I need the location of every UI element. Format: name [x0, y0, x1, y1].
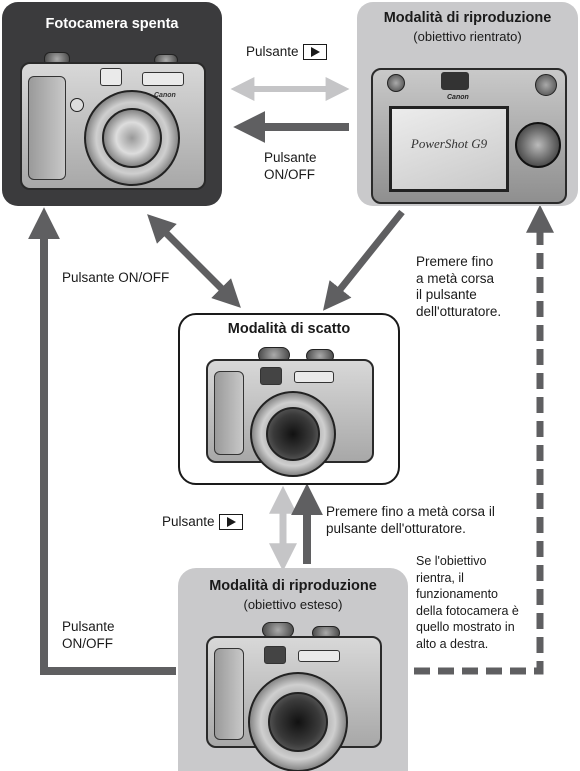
- lcd-model-name: PowerShot G9: [410, 136, 488, 152]
- camera-brand-logo: Canon: [154, 92, 176, 99]
- control-dial-icon: [515, 122, 561, 168]
- camera-grip: [214, 648, 244, 740]
- label-note-line3: funzionamento: [416, 587, 499, 601]
- label-premere-mid: Premere fino a metà corsa il pulsante de…: [326, 504, 495, 537]
- label-note-line5: quello mostrato in: [416, 620, 515, 634]
- playback-retracted-subtitle: (obiettivo rientrato): [413, 29, 522, 44]
- label-pulsante-onoff-bottom: Pulsante ON/OFF: [62, 619, 115, 652]
- camera-flash: [142, 72, 184, 86]
- camera-flash: [294, 371, 334, 383]
- zoom-lever-icon: [535, 74, 557, 96]
- play-button-icon: [302, 44, 327, 61]
- label-pulsante-play-top: Pulsante: [246, 44, 327, 61]
- label-pulsante-onoff-bottom-line1: Pulsante: [62, 619, 115, 634]
- label-premere-right-line1: Premere fino: [416, 254, 494, 269]
- play-button-icon: [218, 514, 243, 531]
- playback-retracted-box: Modalità di riproduzione (obiettivo rien…: [357, 2, 578, 206]
- label-pulsante-onoff-left: Pulsante ON/OFF: [62, 270, 170, 285]
- label-pulsante-onoff-top-line2: ON/OFF: [264, 166, 315, 182]
- camera-grip: [28, 76, 66, 180]
- camera-lcd-screen: PowerShot G9: [389, 106, 509, 192]
- camera-back-dial-left: [387, 74, 405, 92]
- camera-viewfinder: [260, 367, 282, 385]
- camera-back-viewfinder: [441, 72, 469, 90]
- label-premere-right-line4: dell'otturatore.: [416, 303, 502, 319]
- camera-viewfinder: [264, 646, 286, 664]
- label-note: Se l'obiettivo rientra, il funzionamento…: [416, 553, 519, 652]
- label-pulsante-onoff-bottom-line2: ON/OFF: [62, 635, 113, 651]
- camera-off-title: Fotocamera spenta: [45, 16, 179, 32]
- label-premere-right: Premere fino a metà corsa il pulsante de…: [416, 254, 501, 320]
- camera-off-box: Fotocamera spenta Canon: [2, 2, 222, 206]
- camera-viewfinder: [100, 68, 122, 86]
- arrow-playbottom-to-playtop-dashed: [414, 204, 554, 675]
- camera-lens-barrel: [250, 391, 336, 477]
- label-pulsante-play-top-text: Pulsante: [246, 44, 299, 59]
- camera-off-illustration: Canon: [14, 46, 212, 196]
- label-pulsante-play-mid-text: Pulsante: [162, 514, 215, 529]
- label-premere-right-line2: a metà corsa: [416, 270, 495, 286]
- label-pulsante-onoff-top-line1: Pulsante: [264, 150, 317, 165]
- camera-lens: [268, 692, 328, 752]
- playback-extended-title: Modalità di riproduzione: [209, 578, 377, 594]
- label-note-line6: alto a destra.: [416, 636, 489, 651]
- camera-lens: [266, 407, 320, 461]
- label-note-line2: rientra, il: [416, 570, 464, 585]
- label-premere-mid-line2: pulsante dell'otturatore.: [326, 520, 466, 536]
- playback-retracted-title: Modalità di riproduzione: [383, 10, 552, 26]
- camera-lens: [102, 108, 162, 168]
- label-premere-right-line3: il pulsante: [416, 287, 477, 302]
- camera-back-illustration: Canon PowerShot G9: [367, 54, 571, 206]
- camera-back-brand: Canon: [447, 94, 469, 101]
- label-note-line1: Se l'obiettivo: [416, 554, 487, 568]
- label-note-line4: della fotocamera è: [416, 603, 519, 618]
- arrow-playtop-to-shoot: [323, 209, 405, 311]
- camera-extended-illustration: [202, 620, 386, 771]
- camera-shooting-illustration: [202, 345, 378, 481]
- camera-flash: [298, 650, 340, 662]
- label-premere-mid-line1: Premere fino a metà corsa il: [326, 504, 495, 519]
- lens-cap-icon: [70, 98, 84, 112]
- arrow-off-shoot-double: [147, 214, 241, 308]
- camera-grip: [214, 371, 244, 455]
- playback-extended-subtitle: (obiettivo esteso): [243, 597, 343, 612]
- label-pulsante-play-mid: Pulsante: [162, 514, 243, 531]
- playback-extended-box: Modalità di riproduzione (obiettivo este…: [178, 568, 408, 771]
- label-pulsante-onoff-top: Pulsante ON/OFF: [264, 150, 317, 183]
- shooting-mode-box: Modalità di scatto: [178, 313, 400, 485]
- shooting-mode-title: Modalità di scatto: [227, 321, 351, 337]
- arrow-playbottom-to-off: [28, 207, 176, 675]
